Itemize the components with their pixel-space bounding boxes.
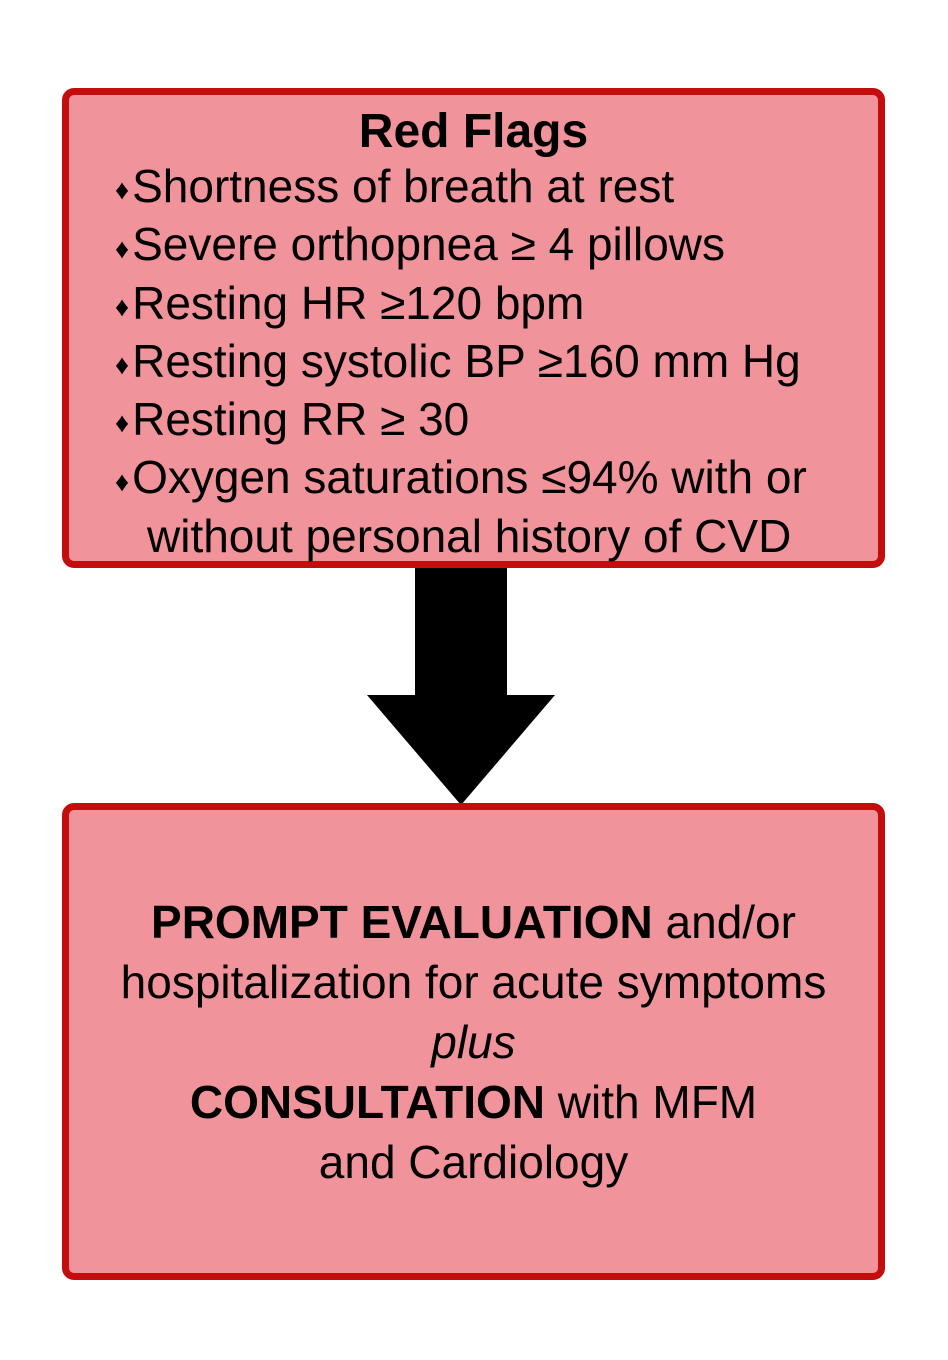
action-line-1: PROMPT EVALUATION and/or: [151, 892, 796, 952]
plus-text: plus: [431, 1015, 516, 1068]
action-line-4: CONSULTATION with MFM: [190, 1072, 757, 1132]
diamond-bullet-icon: ♦: [115, 232, 130, 264]
red-flag-text: Oxygen saturations ≤94% with or: [132, 451, 807, 504]
red-flags-box: Red Flags ♦Shortness of breath at rest ♦…: [62, 88, 885, 568]
red-flag-text: Shortness of breath at rest: [132, 160, 675, 212]
red-flag-item: ♦Severe orthopnea ≥ 4 pillows: [115, 217, 864, 275]
diamond-bullet-icon: ♦: [115, 290, 130, 322]
red-flag-text: Resting HR ≥120 bpm: [132, 276, 585, 329]
with-mfm-text: with MFM: [545, 1075, 758, 1128]
red-flag-item: ♦Shortness of breath at rest: [115, 159, 864, 217]
down-arrow-icon: [367, 564, 555, 805]
red-flag-text: Resting RR ≥ 30: [132, 393, 470, 445]
red-flags-title: Red Flags: [358, 105, 589, 158]
consultation-text: CONSULTATION: [189, 1075, 546, 1128]
red-flag-item: ♦Oxygen saturations ≤94% with or: [115, 450, 864, 508]
red-flag-item: ♦Resting HR ≥120 bpm: [115, 276, 864, 334]
red-flag-item: ♦Resting systolic BP ≥160 mm Hg: [115, 334, 864, 392]
red-flag-text: Severe orthopnea ≥ 4 pillows: [132, 218, 726, 271]
diamond-bullet-icon: ♦: [115, 407, 130, 439]
diamond-bullet-icon: ♦: [115, 174, 130, 206]
and-or-text: and/or: [652, 895, 796, 948]
action-box: PROMPT EVALUATION and/or hospitalization…: [62, 803, 885, 1280]
action-line-5: and Cardiology: [318, 1135, 629, 1188]
red-flag-text: Resting systolic BP ≥160 mm Hg: [132, 334, 801, 387]
red-flag-item: ♦Resting RR ≥ 30: [115, 392, 864, 450]
prompt-evaluation-text: PROMPT EVALUATION: [151, 895, 653, 948]
red-flag-text-continuation: without personal history of CVD: [147, 509, 792, 562]
diamond-bullet-icon: ♦: [115, 349, 130, 380]
action-line-2: hospitalization for acute symptoms: [120, 955, 827, 1008]
diamond-bullet-icon: ♦: [115, 465, 130, 497]
